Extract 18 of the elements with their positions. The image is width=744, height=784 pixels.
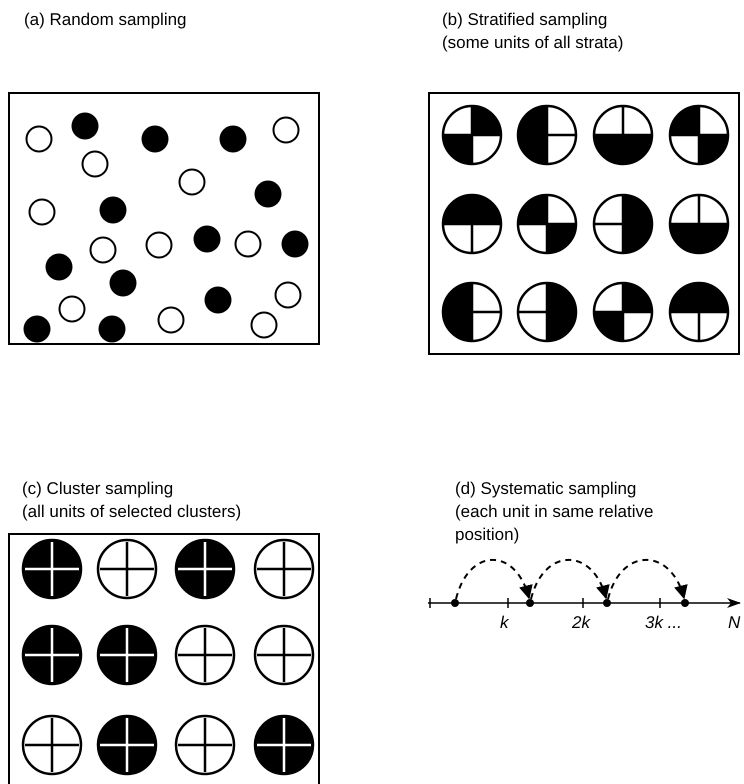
axis-tick-label: N xyxy=(728,612,740,634)
panel-heading: (b) Stratified sampling xyxy=(442,9,608,31)
axis-tick-label: k xyxy=(500,612,508,634)
panel-subheading: (each unit in same relative position) xyxy=(455,501,654,546)
panel-heading: (some units of all strata) xyxy=(442,32,624,54)
panel-heading: (a) Random sampling xyxy=(24,9,187,31)
jump-arrow xyxy=(607,558,687,600)
sample-point xyxy=(526,599,534,607)
jump-arrow xyxy=(530,558,609,600)
sample-point xyxy=(451,599,459,607)
axis-tick-label: 2k xyxy=(572,612,590,634)
axis-tick-label: 3k ... xyxy=(645,612,682,634)
panel-heading: (all units of selected clusters) xyxy=(22,501,242,523)
panel-heading: (c) Cluster sampling xyxy=(22,478,174,500)
jump-arrow xyxy=(455,558,532,600)
sample-point xyxy=(681,599,689,607)
panel-heading: (d) Systematic sampling xyxy=(455,478,636,500)
sample-point xyxy=(603,599,611,607)
